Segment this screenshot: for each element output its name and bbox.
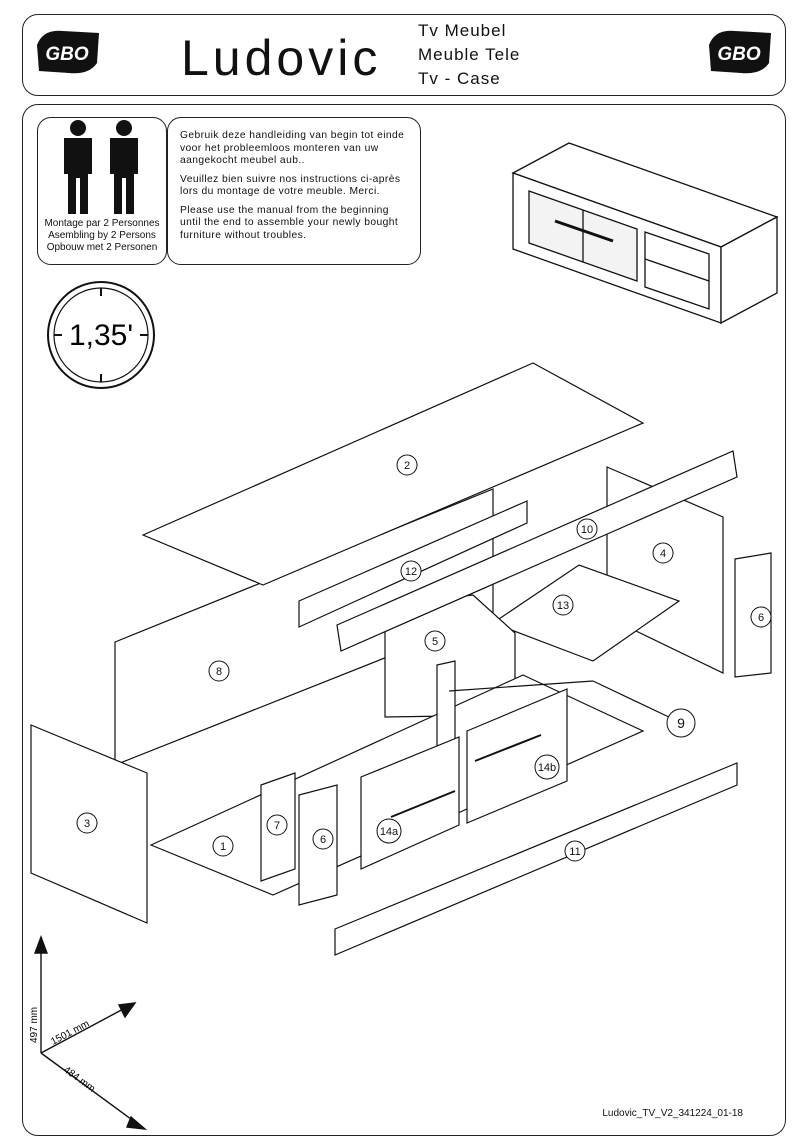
clock-icon: 1,35' — [47, 281, 155, 389]
svg-text:2: 2 — [404, 460, 410, 472]
part-rail-10 — [336, 450, 738, 652]
svg-text:GBO: GBO — [45, 44, 89, 65]
svg-text:6: 6 — [320, 834, 326, 846]
brand-logo-left: GBO — [37, 30, 99, 74]
svg-text:5: 5 — [432, 636, 438, 648]
instructions-en: Please use the manual from the beginning… — [180, 204, 399, 241]
dimensions-diagram: 497 mm 1501 mm 484 mm — [29, 935, 148, 1130]
assembly-time: 1,35' — [69, 319, 133, 352]
instructions-fr: Veuillez bien suivre nos instructions ci… — [180, 173, 401, 198]
part-plinth — [334, 762, 738, 956]
part-top-panel — [141, 362, 645, 586]
svg-text:9: 9 — [677, 715, 685, 731]
svg-text:10: 10 — [581, 524, 593, 536]
svg-text:8: 8 — [216, 666, 222, 678]
svg-text:13: 13 — [557, 600, 569, 612]
exploded-assembly-diagram: 2 4 5 6 6 7 8 9 10 11 12 13 1 3 14a 14b — [30, 362, 772, 956]
subtitle-nl: Tv Meubel — [418, 21, 507, 40]
svg-text:12: 12 — [405, 566, 417, 578]
instructions-nl: Gebruik deze handleiding van begin tot e… — [180, 130, 405, 166]
brand-logo-right: GBO — [709, 30, 771, 74]
part-small-post — [436, 660, 456, 750]
main-frame: Montage par 2 Personnes Asembling by 2 P… — [22, 104, 786, 1136]
svg-text:1: 1 — [220, 841, 226, 853]
svg-text:4: 4 — [660, 548, 666, 560]
persons-line-nl: Opbouw met 2 Personen — [46, 242, 158, 253]
height-dimension: 497 mm — [29, 1007, 40, 1043]
persons-line-en: Asembling by 2 Persons — [48, 230, 156, 241]
svg-text:11: 11 — [569, 846, 580, 858]
svg-text:GBO: GBO — [717, 44, 761, 65]
two-persons-icon — [64, 120, 138, 214]
svg-text:6: 6 — [758, 612, 764, 624]
depth-dimension: 484 mm — [61, 1065, 97, 1095]
svg-text:14b: 14b — [538, 762, 556, 774]
width-dimension: 1501 mm — [49, 1018, 91, 1047]
svg-text:3: 3 — [84, 818, 90, 830]
instructions-box: Gebruik deze handleiding van begin tot e… — [167, 117, 421, 265]
svg-text:7: 7 — [274, 820, 280, 832]
persons-line-fr: Montage par 2 Personnes — [44, 218, 160, 229]
page-title: Ludovic — [181, 30, 382, 86]
assembled-tv-unit-illustration — [511, 142, 779, 325]
part-shelf — [491, 564, 681, 662]
part-door-14b — [466, 688, 568, 824]
document-code: Ludovic_TV_V2_341224_01-18 — [602, 1108, 743, 1119]
header-frame: GBO Ludovic Tv Meubel Meuble Tele Tv - C… — [22, 14, 786, 96]
persons-box: Montage par 2 Personnes Asembling by 2 P… — [37, 117, 167, 265]
subtitle-en: Tv - Case — [418, 69, 501, 88]
subtitle-fr: Meuble Tele — [418, 45, 521, 64]
svg-text:14a: 14a — [380, 826, 399, 838]
